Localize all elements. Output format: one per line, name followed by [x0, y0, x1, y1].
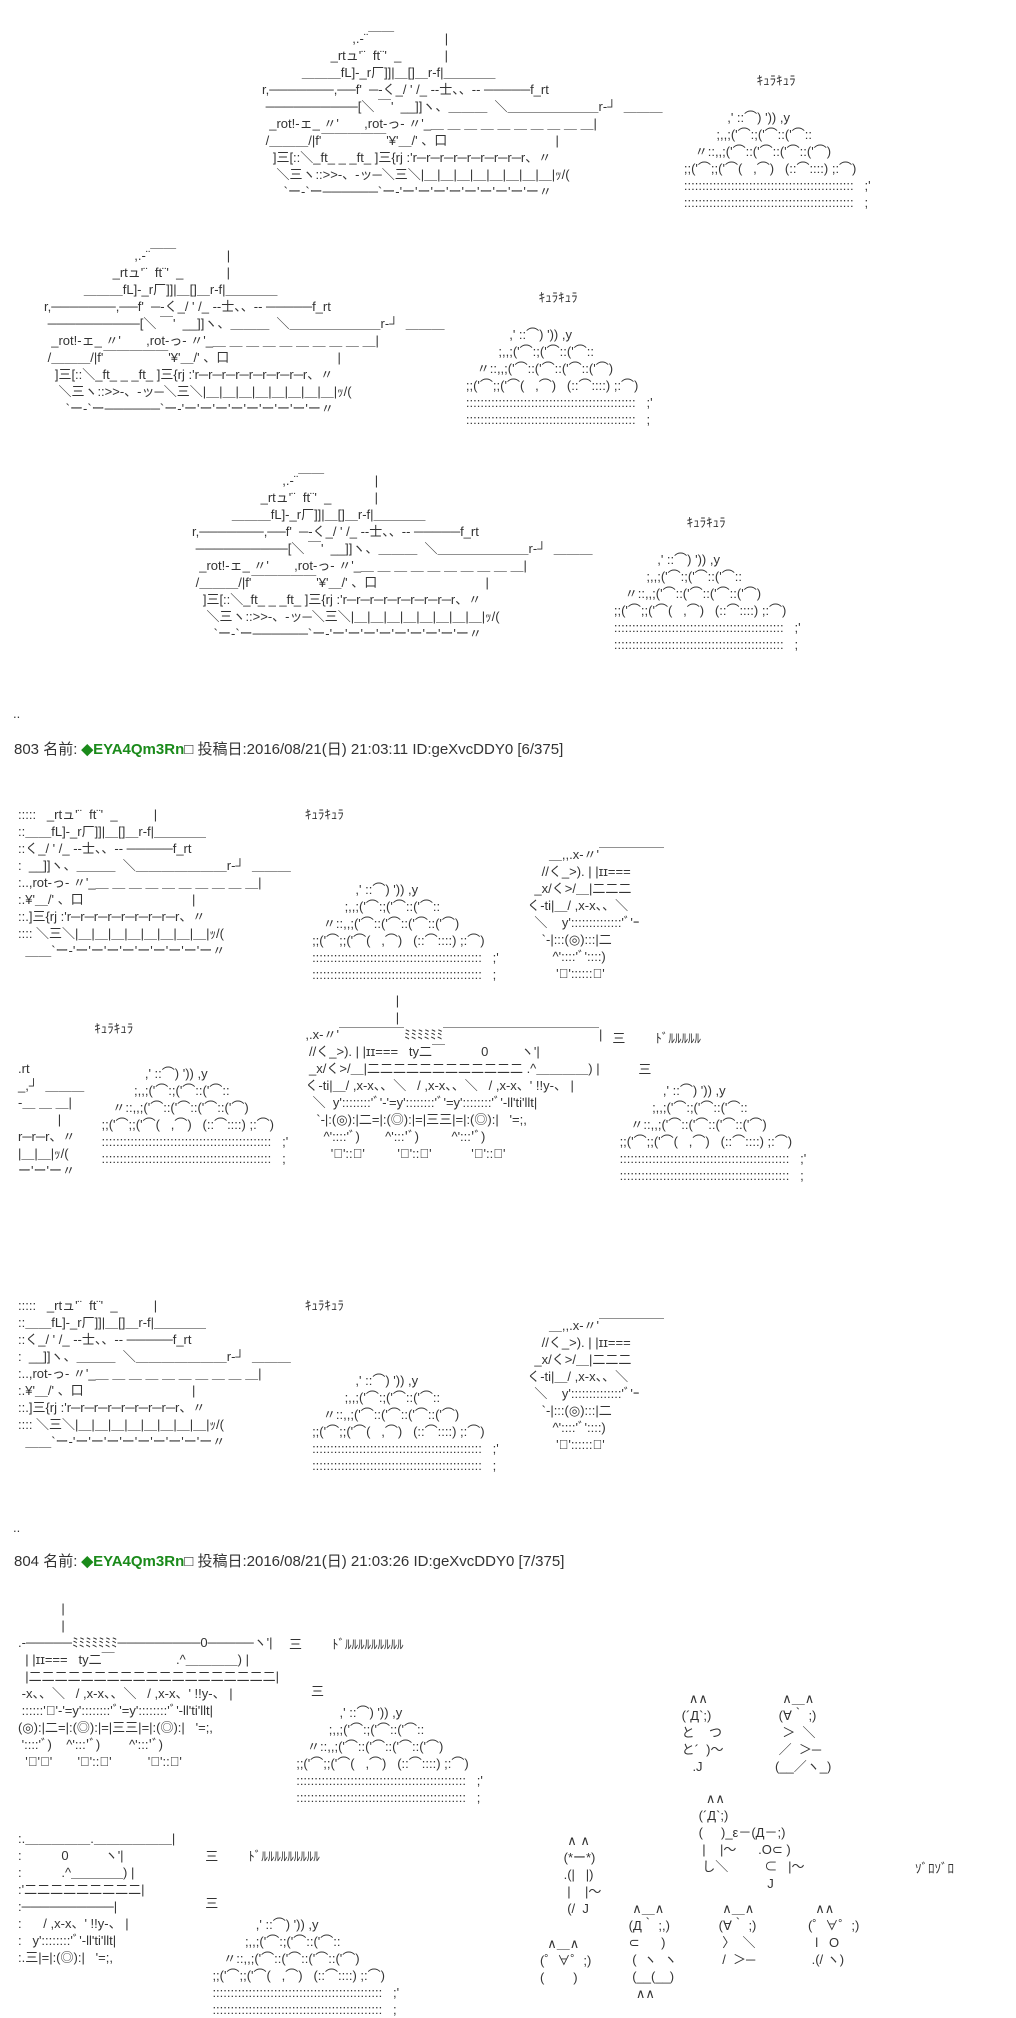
- dust-group-9: 三 ﾄﾞﾙﾙﾙﾙﾙﾙﾙﾙﾙ 三 ,' ::⌒) ')) ,y ;,,;('⌒:;…: [205, 1848, 399, 2018]
- sfx-speed: 三: [205, 1849, 219, 1864]
- sfx-rumble: ﾄﾞﾙﾙﾙﾙﾙ: [655, 1031, 701, 1046]
- sfx-tracks: ｷｭﾗｷｭﾗ: [756, 73, 796, 88]
- tank-ascii-art-3: ,.‐¨￣￣ | _rtュ'¨ ft¨' _ | ＿＿＿fL]‐_r厂]]|＿[…: [192, 473, 593, 641]
- character-ascii-art-c: ∧∧ (´Д`;) ( )_ε－(Д－;) | |〜 .O⊂ ) し＼ ⊂ |〜…: [698, 1791, 805, 1891]
- dust-ascii-art-4: ,' ::⌒) ')) ,y ;,,;('⌒:;('⌒::('⌒:: 〃::,,…: [312, 882, 499, 982]
- dust-ascii-art-2: ,' ::⌒) ')) ,y ;,,;('⌒:;('⌒::('⌒:: 〃::,,…: [465, 327, 653, 427]
- character-ascii-art-f: ∧＿∧ (∀｀ ;) 〉 ＼ / ＞─: [718, 1901, 757, 1967]
- character-ascii-art-b: ∧＿∧ (∀｀ ;) ＞ ＼ ／ ＞─ (__／ヽ_): [775, 1691, 832, 1774]
- name-label: 名前:: [43, 741, 78, 758]
- post-datetime: 2016/08/21(日) 21:03:26: [246, 1553, 410, 1570]
- sfx-tracks: ｷｭﾗｷｭﾗ: [686, 515, 726, 530]
- dust-group-7: ｷｭﾗｷｭﾗ ,' ::⌒) ')) ,y ;,,;('⌒:;('⌒::('⌒:…: [305, 1297, 499, 1474]
- character-ascii-art-h: ∧＿∧ (゜∀゜;) ( ): [540, 1936, 592, 1985]
- ellipsis: ..: [13, 706, 21, 721]
- big-tank-ascii-art-1: | | ,.x‐〃'￣￣￣￣￣ﾐﾐﾐﾐﾐﾐ￣￣￣￣￣￣￣￣￣￣￣￣| //く_>…: [305, 993, 603, 1161]
- sfx-speed: 三: [310, 1684, 324, 1699]
- dust-ascii-art-6: ,' ::⌒) ')) ,y ;,,;('⌒:;('⌒::('⌒:: 〃::,,…: [619, 1083, 807, 1183]
- character-ascii-art-g: ∧∧ (゜∀゜;) l O .(/ ヽ): [808, 1901, 860, 1967]
- tank-ascii-art-5: ::::: _rtュ'¨ ft¨' _ | ::＿＿fL]‐_r厂]]|＿[]＿…: [18, 1298, 291, 1449]
- sfx-line: 三 ﾄﾞﾙﾙﾙﾙﾙﾙﾙﾙﾙ: [205, 1848, 320, 1865]
- poster-id[interactable]: ID:geXvcDDY0: [413, 1553, 515, 1570]
- dust-ascii-art-7: ,' ::⌒) ')) ,y ;,,;('⌒:;('⌒::('⌒:: 〃::,,…: [312, 1373, 499, 1473]
- post-count: [6/375]: [517, 741, 564, 758]
- dust-group-4: ｷｭﾗｷｭﾗ ,' ::⌒) ')) ,y ;,,;('⌒:;('⌒::('⌒:…: [305, 806, 499, 983]
- sfx-sneak: ｿﾞﾛｿﾞﾛ: [915, 1861, 954, 1876]
- sfx-speed: 三: [205, 1896, 219, 1911]
- name-label: 名前:: [43, 1553, 78, 1570]
- big-tank-ascii-art-2: | | .‐─────ﾐﾐﾐﾐﾐﾐﾐ─────────0─────ヽ'| | |…: [18, 1601, 279, 1769]
- dust-ascii-art-1: ,' ::⌒) ')) ,y ;,,;('⌒:;('⌒::('⌒:: 〃::,,…: [683, 110, 871, 210]
- date-label: 投稿日:: [197, 741, 247, 758]
- post-datetime: 2016/08/21(日) 21:03:11: [246, 741, 409, 758]
- dust-group-5: ｷｭﾗｷｭﾗ ,' ::⌒) ')) ,y ;,,;('⌒:;('⌒::('⌒:…: [94, 1020, 288, 1167]
- dust-group-8: 三 ﾄﾞﾙﾙﾙﾙﾙﾙﾙﾙﾙ 三 ,' ::⌒) ')) ,y ;,,;('⌒:;…: [289, 1636, 483, 1806]
- sfx-tracks: ｷｭﾗｷｭﾗ: [94, 1021, 134, 1036]
- sfx-tracks: ｷｭﾗｷｭﾗ: [538, 290, 578, 305]
- post-number[interactable]: 804: [14, 1553, 40, 1570]
- tank-row-8: :.＿＿＿＿＿.＿＿＿＿＿＿| : 0 ヽ'| : .^＿＿＿＿) | :'二二…: [18, 1830, 518, 2018]
- tank-row-3: ,.‐¨￣￣ | _rtュ'¨ ft¨' _ | ＿＿＿fL]‐_r厂]]|＿[…: [192, 472, 1002, 653]
- tank-ascii-art-4: ::::: _rtュ'¨ ft¨' _ | ::＿＿fL]‐_r厂]]|＿[]＿…: [18, 807, 291, 958]
- box-glyph: □: [184, 1553, 194, 1570]
- sfx-tracks: ｷｭﾗｷｭﾗ: [304, 807, 344, 822]
- ellipsis: ..: [13, 1520, 21, 1535]
- dust-group-1: ｷｭﾗｷｭﾗ ,' ::⌒) ')) ,y ;,,;('⌒:;('⌒::('⌒:…: [677, 72, 871, 211]
- dust-group-3: ｷｭﾗｷｭﾗ ,' ::⌒) ')) ,y ;,,;('⌒:;('⌒::('⌒:…: [607, 514, 801, 653]
- tank-row-5: .rt _,┘ ＿＿＿ ‐＿ ＿ ＿| | r─r─r、〃 |＿|＿|ｯ/( ー…: [18, 992, 1008, 1184]
- tank-rear-ascii-art: :.＿＿＿＿＿.＿＿＿＿＿＿| : 0 ヽ'| : .^＿＿＿＿) | :'二二…: [18, 1831, 176, 1965]
- post-header-804: 804 名前: ◆EYA4Qm3Rn□ 投稿日:2016/08/21(日) 21…: [14, 1550, 564, 1571]
- dust-ascii-art-8: ,' ::⌒) ')) ,y ;,,;('⌒:;('⌒::('⌒:: 〃::,,…: [296, 1705, 483, 1805]
- tank-ascii-art-2: ,.‐¨￣￣ | _rtュ'¨ ft¨' _ | ＿＿＿fL]‐_r厂]]|＿[…: [44, 248, 445, 416]
- tank-row-4: ::::: _rtュ'¨ ft¨' _ | ::＿＿fL]‐_r厂]]|＿[]＿…: [18, 806, 1008, 983]
- dust-ascii-art-5: ,' ::⌒) ')) ,y ;,,;('⌒:;('⌒::('⌒:: 〃::,,…: [101, 1066, 289, 1166]
- dust-ascii-art-3: ,' ::⌒) ')) ,y ;,,;('⌒:;('⌒::('⌒:: 〃::,,…: [613, 552, 801, 652]
- character-ascii-art-e: ∧＿∧ (Д｀ ;,) ⊂ ) ( ヽ ヽ (__(__) ∧∧: [628, 1901, 678, 2001]
- tank-row-7: | | .‐─────ﾐﾐﾐﾐﾐﾐﾐ─────────0─────ヽ'| | |…: [18, 1600, 658, 1806]
- date-label: 投稿日:: [197, 1553, 247, 1570]
- character-ascii-art-a: ∧∧ (´Д`;) と つ と´ )〜 .J: [681, 1691, 724, 1774]
- sfx-line: 三 ﾄﾞﾙﾙﾙﾙﾙ: [612, 1030, 701, 1047]
- tank-row-6: ::::: _rtュ'¨ ft¨' _ | ::＿＿fL]‐_r厂]]|＿[]＿…: [18, 1297, 1008, 1474]
- post-header-803: 803 名前: ◆EYA4Qm3Rn□ 投稿日:2016/08/21(日) 21…: [14, 738, 563, 759]
- sfx-rumble: ﾄﾞﾙﾙﾙﾙﾙﾙﾙﾙﾙ: [248, 1849, 320, 1864]
- poster-trip: ◆EYA4Qm3Rn: [81, 1553, 185, 1570]
- sfx-speed: 三: [638, 1062, 652, 1077]
- dust-group-2: ｷｭﾗｷｭﾗ ,' ::⌒) ')) ,y ;,,;('⌒:;('⌒::('⌒:…: [459, 289, 653, 428]
- tank-ascii-art-1: ,.‐¨￣￣ | _rtュ'¨ ft¨' _ | ＿＿＿fL]‐_r厂]]|＿[…: [262, 31, 663, 199]
- post-number[interactable]: 803: [14, 741, 40, 758]
- post-count: [7/375]: [518, 1553, 565, 1570]
- tank-row-2: ,.‐¨￣￣ | _rtュ'¨ ft¨' _ | ＿＿＿fL]‐_r厂]]|＿[…: [44, 247, 1004, 428]
- small-tank-ascii-art-1: ＿,,.x‐〃'￣￣￣￣￣ //く_>). | |ɪɪ=== _x/く>/＿|二…: [527, 847, 665, 981]
- poster-trip: ◆EYA4Qm3Rn: [81, 741, 185, 758]
- dust-ascii-art-9: ,' ::⌒) ')) ,y ;,,;('⌒:;('⌒::('⌒:: 〃::,,…: [212, 1917, 400, 2017]
- tank-row-1: ,.‐¨￣￣ | _rtュ'¨ ft¨' _ | ＿＿＿fL]‐_r厂]]|＿[…: [262, 30, 1002, 211]
- sfx-line: 三 ﾄﾞﾙﾙﾙﾙﾙﾙﾙﾙﾙ: [289, 1636, 404, 1653]
- tank-partial-ascii-art: .rt _,┘ ＿＿＿ ‐＿ ＿ ＿| | r─r─r、〃 |＿|＿|ｯ/( ー…: [18, 1061, 85, 1178]
- sfx-speed: 三: [612, 1031, 626, 1046]
- character-ascii-art-d: ∧ ∧ (*ー*) .(| |) | |〜 (/ J: [563, 1833, 602, 1916]
- sfx-speed: 三: [288, 1637, 302, 1652]
- sfx-tracks: ｷｭﾗｷｭﾗ: [304, 1298, 344, 1313]
- box-glyph: □: [184, 741, 194, 758]
- small-tank-ascii-art-2: ＿,,.x‐〃'￣￣￣￣￣ //く_>). | |ɪɪ=== _x/く>/＿|二…: [527, 1318, 665, 1452]
- poster-id[interactable]: ID:geXvcDDY0: [412, 741, 514, 758]
- dust-group-6: 三 ﾄﾞﾙﾙﾙﾙﾙ 三 ,' ::⌒) ')) ,y ;,,;('⌒:;('⌒:…: [612, 1030, 806, 1184]
- sfx-rumble: ﾄﾞﾙﾙﾙﾙﾙﾙﾙﾙﾙ: [332, 1637, 404, 1652]
